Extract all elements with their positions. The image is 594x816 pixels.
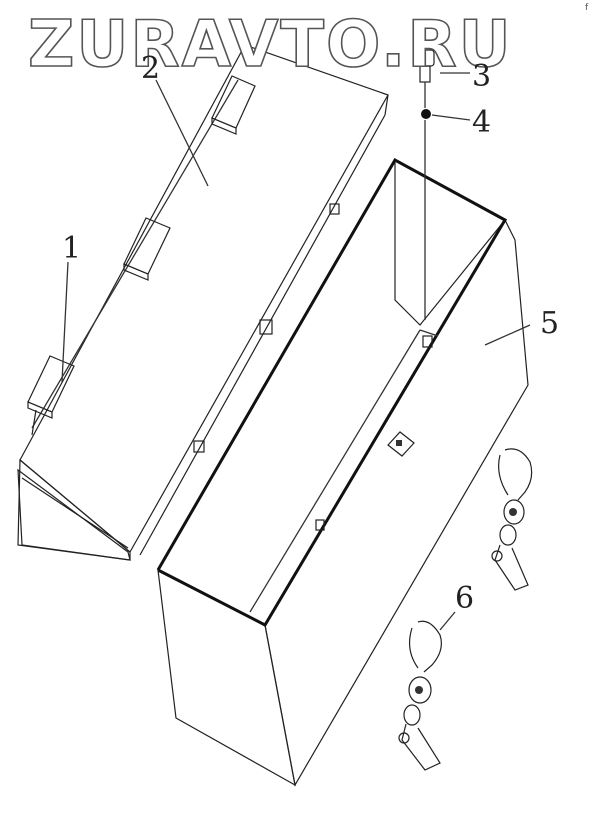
lid-top-face [19,44,389,553]
callout-2: 2 [141,51,160,86]
callout-6: 6 [455,581,474,616]
lid-tab [193,440,205,453]
washer [421,109,431,119]
box-tab [315,519,325,531]
callout-3: 3 [472,59,491,94]
lid-end-face [17,468,131,561]
leader-lines [61,72,531,631]
mounting-plate [387,431,415,457]
callout-4: 4 [472,105,491,140]
latch-lower [398,620,442,771]
box-front-face [264,218,529,787]
box-end-face [157,568,296,787]
hinge-top [211,75,256,135]
callout-5: 5 [540,306,559,341]
corner-mark: f [585,3,589,13]
box-rim [156,157,508,627]
box-inner-back [394,158,506,326]
hinge-middle [123,217,171,281]
callout-1: 1 [62,231,81,266]
lid-side-face [17,458,131,561]
latch-upper [491,448,533,591]
toolbox-lid [17,44,389,561]
watermark-text: ZURAVTO.RU [28,8,513,82]
toolbox-body [156,157,529,787]
hinge-bottom [27,355,75,436]
lid-tab [259,319,273,335]
lid-tab [329,203,340,215]
box-tab [422,335,433,348]
